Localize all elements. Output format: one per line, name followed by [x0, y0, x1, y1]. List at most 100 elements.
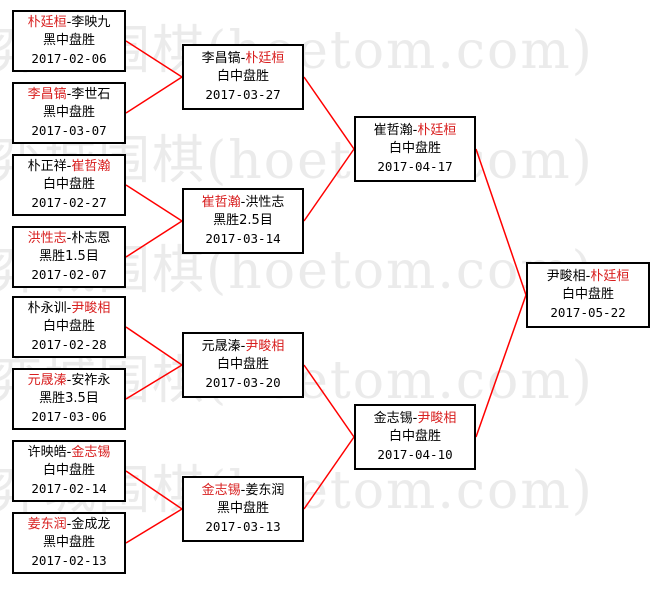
- player-separator: -: [240, 339, 246, 354]
- player-white: 朴志恩: [71, 231, 111, 246]
- match-date: 2017-03-06: [31, 409, 107, 424]
- match-date: 2017-02-27: [31, 195, 107, 210]
- player-black: 许映皓: [27, 445, 67, 460]
- player-white: 朴廷桓: [590, 269, 630, 284]
- player-black: 金志锡: [201, 483, 241, 498]
- player-white: 朴廷桓: [245, 51, 285, 66]
- player-black: 金志锡: [373, 411, 413, 426]
- player-black: 元晟溱: [27, 373, 67, 388]
- match-date: 2017-04-10: [377, 447, 453, 462]
- match-players: 崔哲瀚-洪性志: [184, 194, 302, 212]
- connector-line: [475, 294, 527, 438]
- player-white: 李世石: [71, 87, 111, 102]
- match-players: 朴廷桓-李映九: [14, 14, 124, 32]
- player-white: 尹畯相: [71, 301, 111, 316]
- match-players: 李昌镐-李世石: [14, 86, 124, 104]
- match-players: 洪性志-朴志恩: [14, 230, 124, 248]
- match-date: 2017-02-13: [31, 553, 107, 568]
- match-players: 朴永训-尹畯相: [14, 300, 124, 318]
- player-black: 尹畯相: [546, 269, 586, 284]
- player-black: 洪性志: [27, 231, 67, 246]
- connector-line: [125, 508, 183, 544]
- connector-line: [303, 364, 355, 438]
- match-result: 黑中盘胜: [42, 33, 95, 48]
- player-separator: -: [240, 195, 246, 210]
- match-result: 白中盘胜: [42, 177, 95, 192]
- connector-line: [303, 148, 355, 222]
- round1-match-4[interactable]: 洪性志-朴志恩黑胜1.5目 2017-02-07: [12, 226, 126, 288]
- match-players: 元晟溱-尹畯相: [184, 338, 302, 356]
- match-date: 2017-02-14: [31, 481, 107, 496]
- player-separator: -: [66, 517, 72, 532]
- round1-match-8[interactable]: 姜东润-金成龙黑中盘胜 2017-02-13: [12, 512, 126, 574]
- round1-match-5[interactable]: 朴永训-尹畯相白中盘胜 2017-02-28: [12, 296, 126, 358]
- match-result: 白中盘胜: [388, 429, 441, 444]
- player-black: 李昌镐: [27, 87, 67, 102]
- player-black: 李昌镐: [201, 51, 241, 66]
- player-black: 朴廷桓: [27, 15, 67, 30]
- match-players: 金志锡-姜东润: [184, 482, 302, 500]
- round1-match-7[interactable]: 许映皓-金志锡白中盘胜 2017-02-14: [12, 440, 126, 502]
- match-result: 黑中盘胜: [42, 105, 95, 120]
- player-separator: -: [66, 87, 72, 102]
- connector-line: [475, 148, 527, 296]
- match-date: 2017-02-28: [31, 337, 107, 352]
- player-white: 尹畯相: [417, 411, 457, 426]
- player-separator: -: [240, 483, 246, 498]
- connector-line: [125, 76, 183, 114]
- match-date: 2017-03-07: [31, 123, 107, 138]
- match-result: 黑胜3.5目: [39, 391, 99, 406]
- player-white: 朴廷桓: [417, 123, 457, 138]
- player-separator: -: [66, 15, 72, 30]
- match-date: 2017-03-27: [205, 87, 281, 102]
- player-black: 崔哲瀚: [373, 123, 413, 138]
- match-result: 黑胜1.5目: [39, 249, 99, 264]
- connector-line: [303, 436, 355, 510]
- match-result: 白中盘胜: [561, 287, 614, 302]
- player-black: 朴正祥: [27, 159, 67, 174]
- player-white: 安祚永: [71, 373, 111, 388]
- match-date: 2017-03-14: [205, 231, 281, 246]
- match-players: 元晟溱-安祚永: [14, 372, 124, 390]
- match-result: 白中盘胜: [388, 141, 441, 156]
- match-players: 崔哲瀚-朴廷桓: [356, 122, 474, 140]
- match-date: 2017-05-22: [550, 305, 626, 320]
- match-date: 2017-04-17: [377, 159, 453, 174]
- connector-line: [125, 40, 183, 78]
- match-date: 2017-02-07: [31, 267, 107, 282]
- final-match-1[interactable]: 尹畯相-朴廷桓白中盘胜 2017-05-22: [526, 262, 650, 328]
- match-result: 白中盘胜: [216, 69, 269, 84]
- connector-line: [125, 220, 183, 258]
- player-white: 李映九: [71, 15, 111, 30]
- player-separator: -: [66, 159, 72, 174]
- player-separator: -: [412, 123, 418, 138]
- match-players: 朴正祥-崔哲瀚: [14, 158, 124, 176]
- match-result: 白中盘胜: [42, 463, 95, 478]
- match-result: 白中盘胜: [42, 319, 95, 334]
- match-players: 许映皓-金志锡: [14, 444, 124, 462]
- player-separator: -: [66, 373, 72, 388]
- player-white: 金志锡: [71, 445, 111, 460]
- player-white: 尹畯相: [245, 339, 285, 354]
- player-separator: -: [66, 301, 72, 316]
- player-white: 金成龙: [71, 517, 111, 532]
- round1-match-3[interactable]: 朴正祥-崔哲瀚白中盘胜 2017-02-27: [12, 154, 126, 216]
- match-result: 黑中盘胜: [42, 535, 95, 550]
- player-black: 元晟溱: [201, 339, 241, 354]
- connector-line: [125, 470, 183, 510]
- player-separator: -: [585, 269, 591, 284]
- match-players: 姜东润-金成龙: [14, 516, 124, 534]
- match-date: 2017-03-20: [205, 375, 281, 390]
- match-result: 白中盘胜: [216, 357, 269, 372]
- match-date: 2017-02-06: [31, 51, 107, 66]
- player-black: 崔哲瀚: [201, 195, 241, 210]
